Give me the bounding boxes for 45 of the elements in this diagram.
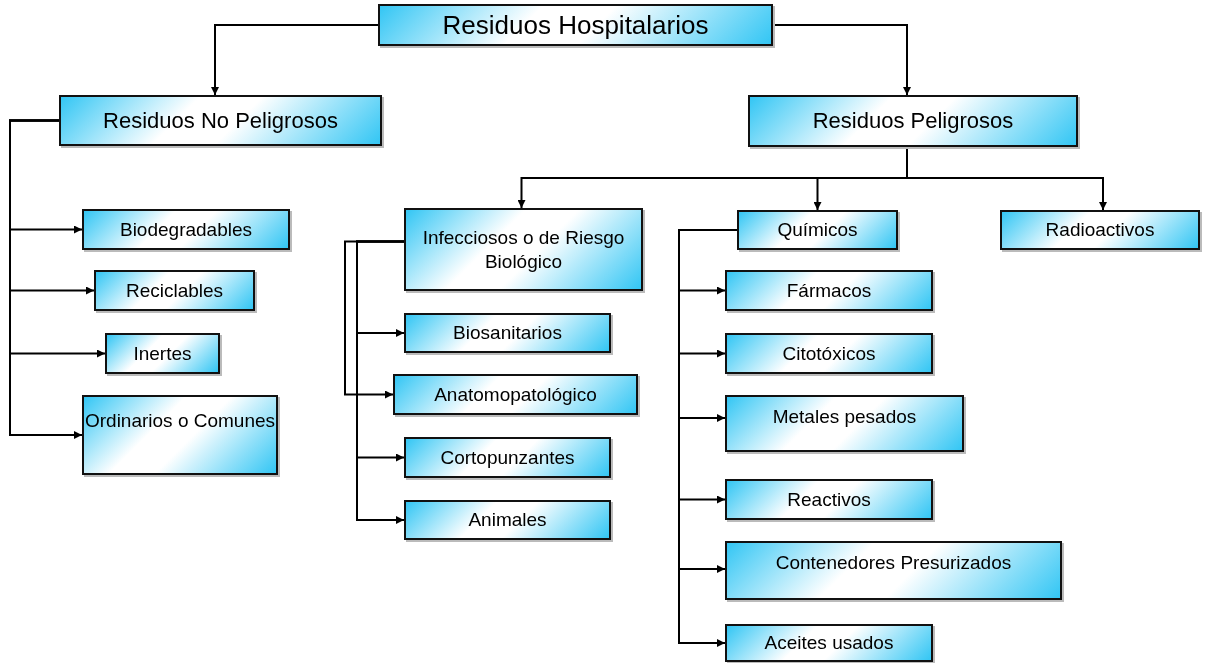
node-label: Cortopunzantes: [440, 445, 575, 470]
node-label: Ordinarios o Comunes: [84, 409, 276, 433]
connector-arrow: [9, 119, 83, 439]
category-box: [378, 4, 773, 46]
category-box: [725, 395, 964, 452]
node-label: Citotóxicos: [782, 341, 876, 366]
node-label: Animales: [468, 508, 547, 532]
connector-arrow: [211, 24, 379, 96]
category-box: [82, 209, 290, 250]
category-box: [725, 270, 933, 311]
node-label: Anatomopatológico: [434, 382, 597, 407]
category-box: [94, 270, 255, 311]
connector-arrow: [356, 240, 405, 524]
category-box: [1000, 210, 1200, 250]
category-box: [748, 95, 1078, 147]
node-label: Aceites usados: [764, 631, 894, 655]
category-box: [725, 333, 933, 374]
node-label: Inertes: [133, 341, 192, 366]
node-label: Reciclables: [125, 278, 224, 303]
category-box: [737, 210, 898, 250]
node-label: Reactivos: [787, 487, 871, 512]
category-box: [82, 395, 278, 475]
category-box: [404, 208, 643, 291]
node-label: Residuos Hospitalarios: [442, 8, 709, 42]
node-label: Biosanitarios: [453, 321, 562, 345]
category-box: [725, 479, 933, 520]
category-box: [393, 374, 638, 415]
category-box: [404, 500, 611, 540]
category-box: [404, 313, 611, 353]
node-label: Contenedores Presurizados: [775, 551, 1012, 575]
node-label: Radioactivos: [1045, 218, 1155, 242]
node-label: Químicos: [777, 218, 858, 242]
node-label: Metales pesados: [772, 405, 917, 429]
category-box: [105, 333, 220, 374]
category-box: [59, 95, 382, 146]
category-box: [725, 624, 933, 662]
connector-arrow: [772, 24, 911, 96]
category-box: [725, 541, 1062, 600]
node-label: Fármacos: [786, 278, 872, 303]
category-box: [404, 437, 611, 478]
node-label: Residuos Peligrosos: [812, 107, 1014, 135]
node-label: Infecciosos o de Riesgo Biológico: [421, 225, 626, 274]
node-label: Biodegradables: [119, 217, 252, 242]
connector-arrow: [906, 146, 1107, 211]
node-label: Residuos No Peligrosos: [103, 106, 338, 135]
